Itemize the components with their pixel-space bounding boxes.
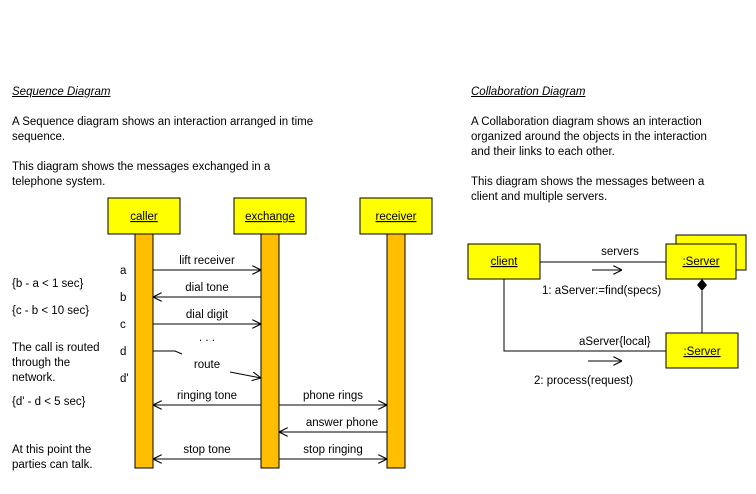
time-mark-a: a <box>120 265 127 277</box>
collaboration-intro: A Collaboration diagram shows an interac… <box>471 116 707 158</box>
svg-text:answer phone: answer phone <box>306 417 378 429</box>
time-mark-b: b <box>120 292 127 304</box>
link-client-server <box>503 279 666 352</box>
sequence-intro: A Sequence diagram shows an interaction … <box>12 116 314 143</box>
object-caller[interactable]: caller <box>107 197 181 235</box>
constraint-d-d: {d' - d < 5 sec} <box>12 396 86 408</box>
message-ringing-tone: ringing tone <box>153 390 261 405</box>
object-server[interactable]: :Server <box>665 332 739 369</box>
svg-text:route: route <box>194 359 220 371</box>
object-receiver[interactable]: receiver <box>359 197 433 235</box>
svg-text:dial tone: dial tone <box>185 282 228 294</box>
message-dial-digit: dial digit <box>153 309 261 324</box>
sequence-heading: Sequence Diagram <box>12 86 111 98</box>
message-answer-phone: answer phone <box>279 417 387 432</box>
svg-text:phone rings: phone rings <box>303 390 363 402</box>
svg-text:stop ringing: stop ringing <box>303 444 362 456</box>
object-client[interactable]: client <box>467 243 541 280</box>
constraint-b-a: {b - a < 1 sec} <box>12 278 84 290</box>
message-stop-tone: stop tone <box>153 444 261 459</box>
lifeline-caller <box>134 233 154 469</box>
time-mark-d: d <box>120 346 127 358</box>
constraint-c-b: {c - b < 10 sec} <box>12 305 90 317</box>
object-client-label: client <box>491 256 519 268</box>
aggregation-diamond <box>697 279 707 291</box>
label-servers: servers <box>601 246 639 258</box>
object-receiver-label: receiver <box>376 211 417 223</box>
collaboration-description: This diagram shows the messages between … <box>471 176 705 203</box>
time-mark-d-prime: d' <box>120 373 129 385</box>
object-server-label: :Server <box>683 346 720 358</box>
label-find: 1: aServer:=find(specs) <box>542 285 661 297</box>
object-server-multi[interactable]: :Server <box>665 234 747 280</box>
svg-text:dial digit: dial digit <box>186 309 229 321</box>
message-lift-receiver: lift receiver <box>153 255 261 270</box>
message-route: route <box>153 350 261 378</box>
lifeline-receiver <box>386 233 406 469</box>
label-local: aServer{local} <box>579 336 651 348</box>
time-mark-c: c <box>120 319 126 331</box>
message-stop-ringing: stop ringing <box>279 444 387 459</box>
svg-text:stop tone: stop tone <box>183 444 230 456</box>
object-exchange[interactable]: exchange <box>233 197 307 235</box>
object-server-multi-label: :Server <box>682 256 719 268</box>
collaboration-heading: Collaboration Diagram <box>471 86 586 98</box>
message-phone-rings: phone rings <box>279 390 387 405</box>
message-dial-tone: dial tone <box>153 282 261 297</box>
object-caller-label: caller <box>130 211 158 223</box>
svg-text:ringing tone: ringing tone <box>177 390 237 402</box>
lifeline-exchange <box>260 233 280 469</box>
object-exchange-label: exchange <box>245 211 295 223</box>
label-process: 2: process(request) <box>534 375 633 387</box>
sequence-description: This diagram shows the messages exchange… <box>12 161 271 188</box>
message-ellipsis: . . . <box>199 332 215 344</box>
svg-text:lift receiver: lift receiver <box>179 255 235 267</box>
